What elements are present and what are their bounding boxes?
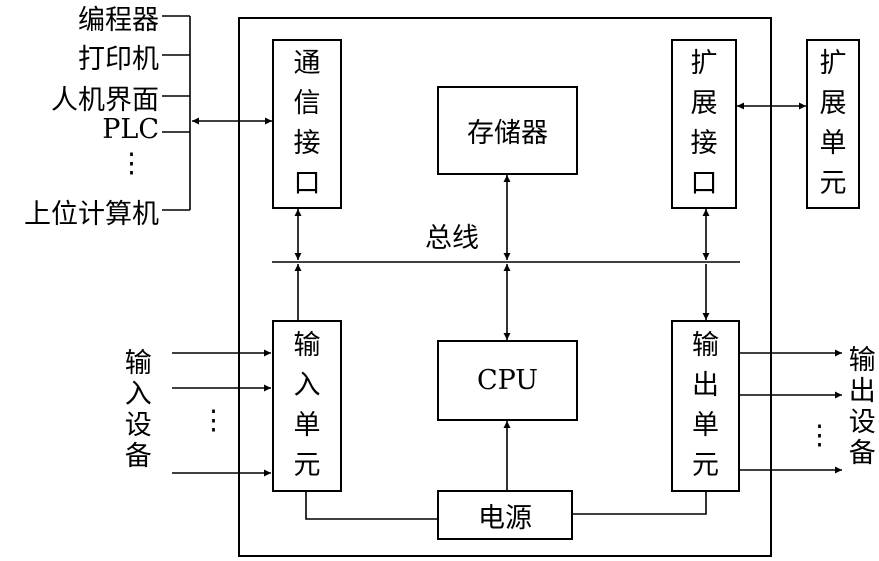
device-label-ellipsis: ⋮ <box>118 148 145 179</box>
input-unit-block: 输入单元 <box>272 320 342 492</box>
output-unit-block: 输出单元 <box>671 320 740 492</box>
output-devices-label: 输出设备 <box>848 345 876 469</box>
power-output-wire <box>573 492 707 515</box>
memory-block: 存储器 <box>437 86 578 175</box>
cpu-label: CPU <box>476 365 539 396</box>
output-ellipsis: ⋮ <box>806 420 833 451</box>
device-label-hmi: 人机界面 <box>51 85 159 116</box>
input-unit-label: 输入单元 <box>293 330 321 481</box>
expansion-unit-label: 扩展单元 <box>819 48 847 199</box>
cpu-block: CPU <box>437 340 578 421</box>
device-label-plc: PLC <box>102 114 159 145</box>
expansion-interface-block: 扩展接口 <box>671 39 737 209</box>
memory-label: 存储器 <box>467 118 548 149</box>
expansion-unit-block: 扩展单元 <box>806 39 860 209</box>
expansion-interface-label: 扩展接口 <box>690 48 718 199</box>
power-label: 电源 <box>478 502 532 534</box>
comm-interface-label: 通信接口 <box>293 48 321 199</box>
power-input-wire <box>305 492 440 520</box>
device-label-programmer: 编程器 <box>78 5 159 36</box>
plc-frame <box>238 17 772 557</box>
input-devices-label: 输入设备 <box>124 348 152 472</box>
power-block: 电源 <box>437 490 573 540</box>
output-unit-label: 输出单元 <box>691 330 719 481</box>
input-ellipsis: ⋮ <box>200 405 227 436</box>
device-label-host-computer: 上位计算机 <box>24 199 159 230</box>
device-label-printer: 打印机 <box>78 44 159 75</box>
comm-interface-block: 通信接口 <box>272 39 342 209</box>
bus-label: 总线 <box>425 223 479 254</box>
